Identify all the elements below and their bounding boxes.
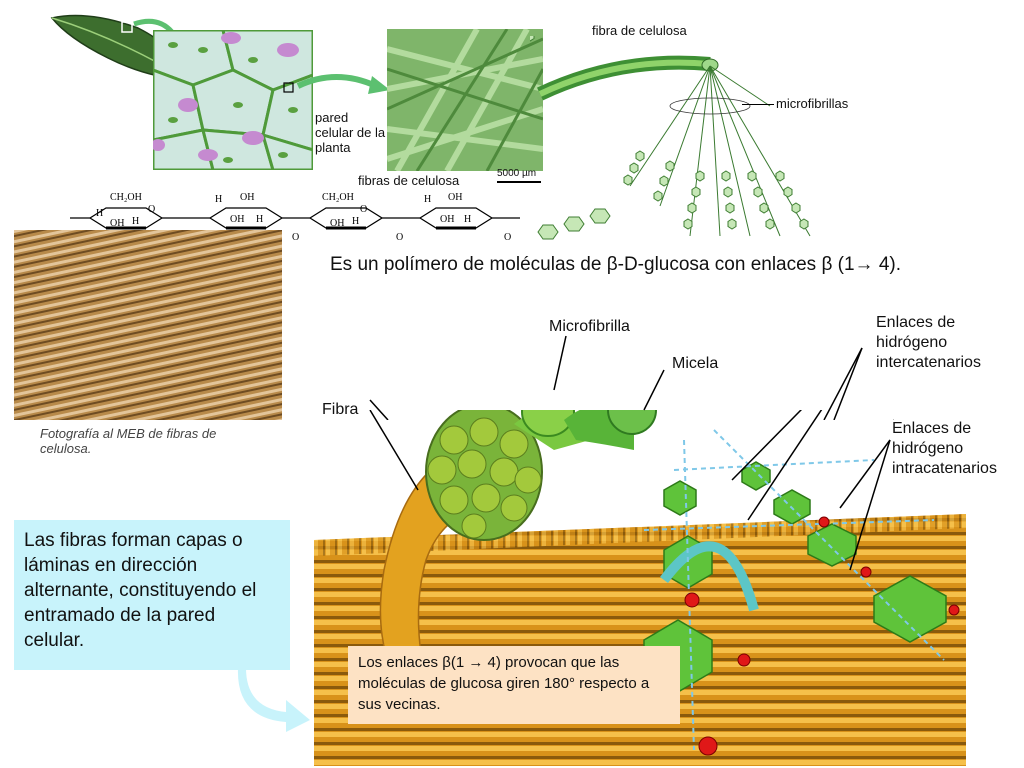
microfibrils-label: microfibrillas — [776, 96, 849, 111]
cellulose-fibers-label: fibras de celulosa — [358, 173, 460, 188]
cellulose-fibers-micrograph — [387, 29, 543, 171]
rotation-note-box: Los enlaces β(1 → 4) provocan que las mo… — [348, 646, 680, 724]
bridge-o-label: O — [504, 232, 511, 243]
ring-o-label: O — [148, 204, 155, 215]
glucose-chain-structure: CH₂OH O H OH H O OH H OH H O CH₂OH O OH … — [70, 192, 520, 243]
oh-label: OH — [230, 214, 244, 225]
cellulose-fiber-label: fibra de celulosa — [592, 23, 687, 38]
scale-bar-label: 5000 µm — [497, 168, 537, 179]
oh-label: OH — [240, 192, 254, 203]
fibra-label: Fibra — [322, 401, 359, 418]
arrow-to-fibers — [296, 74, 390, 94]
ch2oh-label: CH₂OH — [110, 192, 142, 203]
plant-cells-image — [153, 30, 313, 170]
oh-label: OH — [448, 192, 462, 203]
sem-caption: Fotografía al MEB de fibras de celulosa. — [40, 426, 217, 456]
oh-label: OH — [440, 214, 454, 225]
inter-hbonds-label: Enlaces de hidrógeno intercatenarios — [876, 314, 981, 371]
h-label: H — [464, 214, 471, 225]
layers-pointer-arrow — [237, 668, 310, 732]
rotation-note: Los enlaces β(1 → 4) provocan que las mo… — [358, 654, 650, 713]
h-label: H — [215, 194, 222, 205]
cellulose-fiber-diagram — [530, 36, 811, 240]
layers-text: Las fibras forman capas o láminas en dir… — [24, 530, 257, 651]
cell-wall-label: pared celular de la planta — [315, 110, 386, 155]
bridge-o-label: O — [396, 232, 403, 243]
leader-lines-top — [369, 335, 894, 420]
h-label: H — [96, 208, 103, 219]
bridge-o-label: O — [292, 232, 299, 243]
sem-photo — [14, 230, 282, 420]
layers-text-box: Las fibras forman capas o láminas en dir… — [14, 520, 290, 670]
h-label: H — [352, 216, 359, 227]
polymer-statement: Es un polímero de moléculas de β-D-gluco… — [330, 254, 902, 275]
h-label: H — [132, 216, 139, 227]
micela-label: Micela — [672, 355, 719, 372]
microfibrilla-label: Microfibrilla — [549, 318, 630, 335]
oh-label: OH — [110, 218, 124, 229]
h-label: H — [256, 214, 263, 225]
ring-o-label: O — [360, 204, 367, 215]
microfibrils-leader — [742, 104, 774, 105]
scale-bar: 5000 µm — [497, 168, 541, 183]
h-label: H — [424, 194, 431, 205]
oh-label: OH — [330, 218, 344, 229]
intra-hbonds-label: Enlaces de hidrógeno intracatenarios — [892, 420, 997, 477]
ch2oh-label: CH₂OH — [322, 192, 354, 203]
